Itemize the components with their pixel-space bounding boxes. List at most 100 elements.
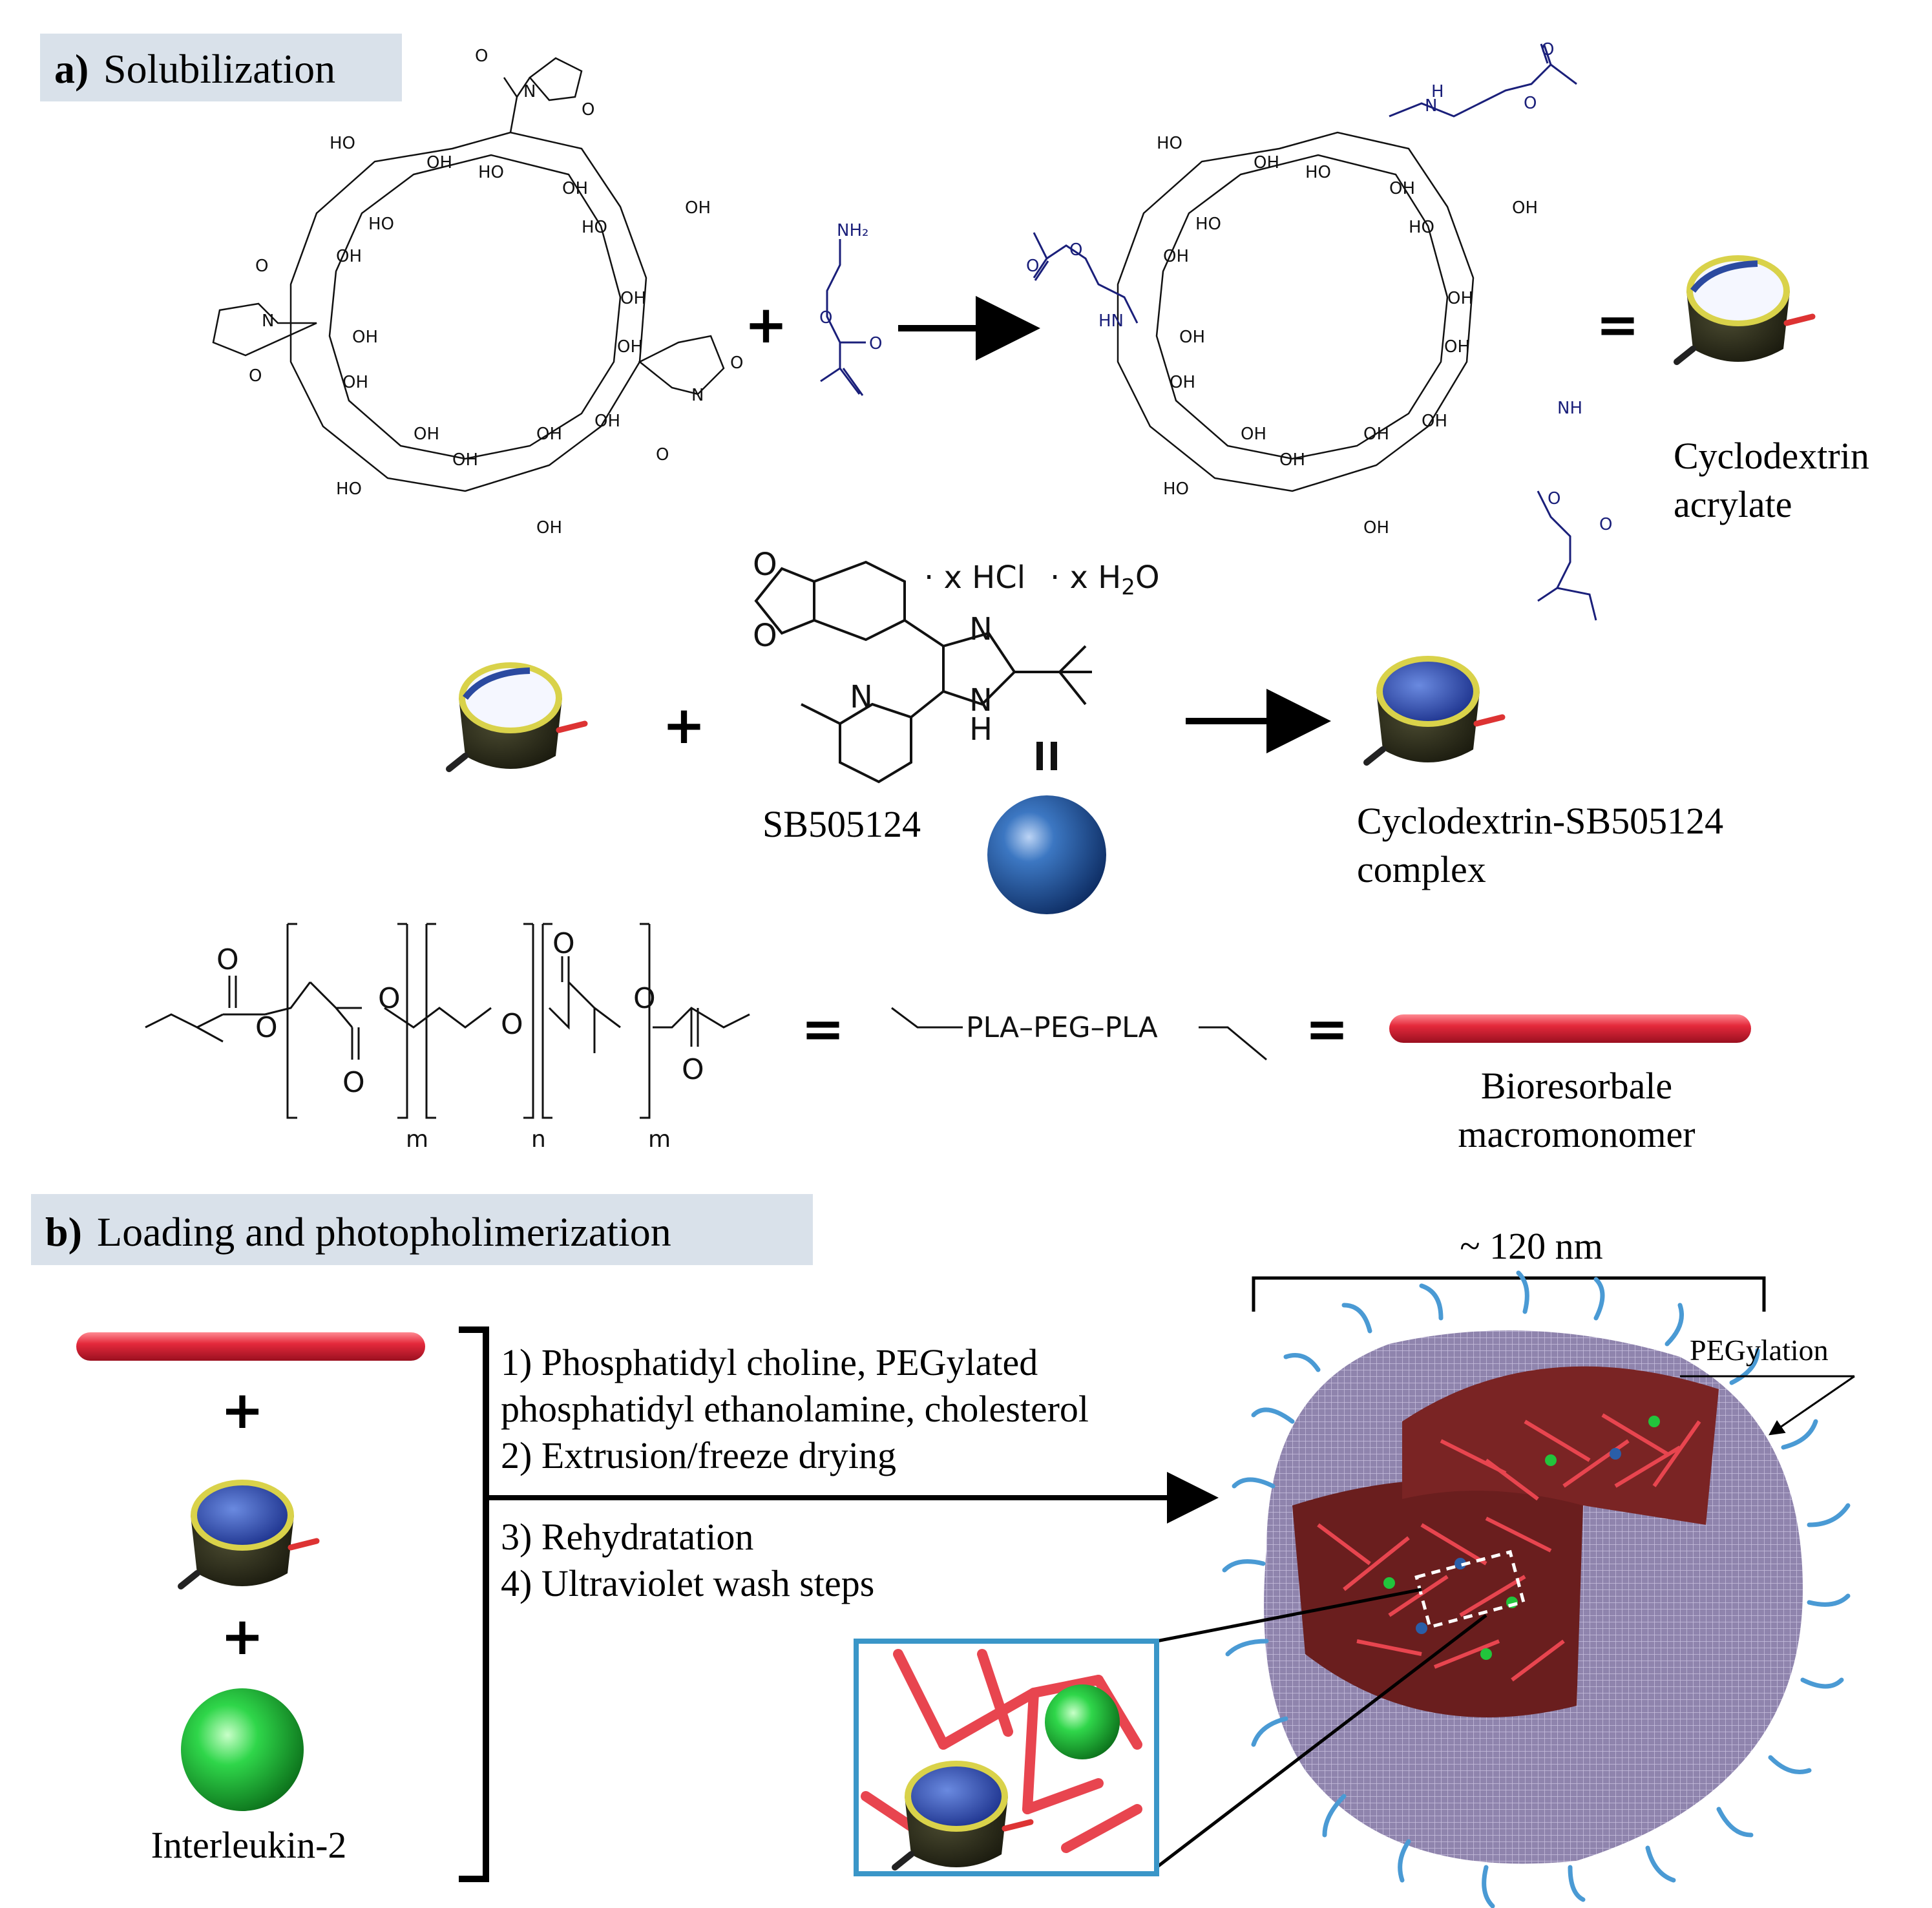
atom-label: OH bbox=[1163, 247, 1189, 266]
atom-label: HO bbox=[330, 134, 355, 153]
complex-label-line2: complex bbox=[1357, 848, 1486, 890]
atom-label: O bbox=[753, 618, 777, 654]
sb505124-sphere-icon bbox=[987, 795, 1106, 914]
panel-b-header-bg bbox=[31, 1194, 813, 1265]
aminoethyl-methacrylate bbox=[820, 239, 866, 396]
interleukin-2-sphere-icon bbox=[181, 1688, 304, 1811]
atom-label: HO bbox=[1163, 479, 1189, 499]
pegylation-label: PEGylation bbox=[1690, 1334, 1829, 1367]
atom-label: O bbox=[656, 445, 669, 465]
atom-label: OH bbox=[1512, 198, 1538, 218]
atom-label: OH bbox=[1389, 179, 1415, 198]
macromonomer-rod-icon bbox=[1389, 1014, 1751, 1043]
atom-label: OH bbox=[414, 425, 439, 444]
atom-label: HO bbox=[1305, 163, 1331, 182]
drug-salt-h2o-main: · x H bbox=[1050, 560, 1121, 596]
plus-sign-b2: + bbox=[220, 1606, 264, 1666]
il2-label: Interleukin-2 bbox=[151, 1824, 347, 1866]
grouping-bracket bbox=[459, 1326, 489, 1882]
atom-label: O bbox=[552, 927, 575, 960]
drug-salt-h2o: · x H2O bbox=[1050, 560, 1160, 600]
atom-label: O bbox=[216, 943, 239, 976]
atom-label: N bbox=[523, 82, 536, 101]
atom-label: OH bbox=[452, 450, 478, 470]
plus-sign-2: + bbox=[662, 695, 706, 755]
atom-label: N bbox=[262, 311, 274, 331]
atom-label: O bbox=[342, 1066, 365, 1099]
atom-label: O bbox=[1524, 94, 1537, 113]
cd-acrylate-label-line1: Cyclodextrin bbox=[1674, 435, 1869, 477]
drug-salt-h2o-sub: 2 bbox=[1121, 574, 1135, 600]
atom-label: O bbox=[582, 100, 594, 120]
cutaway-interior-top bbox=[1402, 1366, 1719, 1525]
panel-a-title: Solubilization bbox=[103, 46, 335, 92]
complex-label-line1: Cyclodextrin-SB505124 bbox=[1357, 800, 1723, 842]
zoom-inset bbox=[854, 1639, 1159, 1876]
cd-acrylate-atom-labels: HO OH HO OH HO OH OH OH OH OH OH OH HO O… bbox=[1157, 134, 1538, 538]
atom-label: O bbox=[753, 547, 777, 583]
zoom-region-marker bbox=[1414, 1549, 1526, 1630]
atom-label: OH bbox=[1444, 337, 1470, 357]
macromonomer-formula: PLA–PEG–PLA bbox=[966, 1011, 1158, 1044]
atom-label: O bbox=[869, 334, 882, 353]
step-3: 3) Rehydratation bbox=[501, 1516, 753, 1558]
atom-label: O bbox=[255, 257, 268, 276]
atom-label: HO bbox=[582, 218, 607, 237]
atom-label: OH bbox=[336, 247, 362, 266]
atom-label: O bbox=[501, 1008, 523, 1041]
subscript-m-1: m bbox=[406, 1126, 428, 1153]
atom-label: OH bbox=[562, 179, 588, 198]
cd-sb505124-complex-icon bbox=[1367, 656, 1502, 762]
nanoparticle bbox=[1222, 1270, 1851, 1908]
atom-label: O bbox=[1548, 489, 1560, 508]
subscript-n: n bbox=[531, 1126, 546, 1153]
cyclodextrin-atom-labels: HO OH HO OH HO OH OH OH OH OH OH OH HO O… bbox=[249, 47, 743, 538]
atom-label: O bbox=[682, 1053, 704, 1086]
atom-label: OH bbox=[1422, 412, 1447, 431]
panel-b-tag: b) bbox=[45, 1209, 82, 1255]
atom-label: N bbox=[850, 679, 873, 715]
subscript-m-2: m bbox=[648, 1126, 671, 1153]
equivalence-bars bbox=[1036, 742, 1057, 770]
atom-label: H bbox=[1431, 82, 1444, 101]
plus-sign-b1: + bbox=[220, 1380, 264, 1440]
atom-label: O bbox=[1069, 240, 1082, 260]
atom-label: OH bbox=[1363, 425, 1389, 444]
atom-label: OH bbox=[620, 289, 646, 308]
vinyl-left bbox=[891, 1007, 963, 1029]
equals-sign-2: = bbox=[801, 999, 845, 1059]
cyclodextrin-nhs-structure bbox=[212, 57, 725, 492]
atom-label: OH bbox=[685, 198, 711, 218]
atom-label: HO bbox=[1157, 134, 1182, 153]
atom-label: O bbox=[1541, 40, 1554, 59]
atom-label: N bbox=[969, 682, 992, 718]
atom-label: OH bbox=[536, 425, 562, 444]
drug-salt-h2o-end: O bbox=[1135, 560, 1160, 596]
atom-label: OH bbox=[1447, 289, 1473, 308]
atom-label: N bbox=[969, 611, 992, 647]
cyclodextrin-acrylate-structure bbox=[1117, 131, 1475, 492]
panel-a-header-bg bbox=[40, 34, 402, 101]
macromonomer-label-line2: macromonomer bbox=[1458, 1113, 1695, 1155]
atom-label: O bbox=[378, 982, 401, 1015]
atom-label: O bbox=[249, 366, 262, 386]
panel-a-tag: a) bbox=[54, 46, 89, 92]
atom-label: O bbox=[255, 1011, 278, 1044]
atom-label: OH bbox=[1279, 450, 1305, 470]
drug-salt-hcl: · x HCl bbox=[924, 560, 1025, 596]
atom-label: O bbox=[1026, 257, 1039, 276]
inset-il2-sphere bbox=[1045, 1684, 1120, 1759]
atom-label: OH bbox=[594, 412, 620, 431]
atom-label: OH bbox=[426, 153, 452, 173]
acrylate-arms bbox=[1033, 43, 1597, 621]
cyclodextrin-icon bbox=[449, 662, 585, 769]
atom-label: H bbox=[969, 711, 992, 748]
step-1-line2: phosphatidyl ethanolamine, cholesterol bbox=[501, 1388, 1089, 1430]
panel-b-title: Loading and photopholimerization bbox=[97, 1209, 671, 1255]
atom-label: HO bbox=[336, 479, 362, 499]
atom-label: OH bbox=[352, 328, 378, 347]
atom-label: HO bbox=[478, 163, 504, 182]
vinyl-right bbox=[1199, 1026, 1267, 1061]
panel-a: a) Solubilization HO OH HO OH HO OH OH O… bbox=[40, 34, 1869, 1155]
equals-sign-3: = bbox=[1305, 999, 1349, 1059]
